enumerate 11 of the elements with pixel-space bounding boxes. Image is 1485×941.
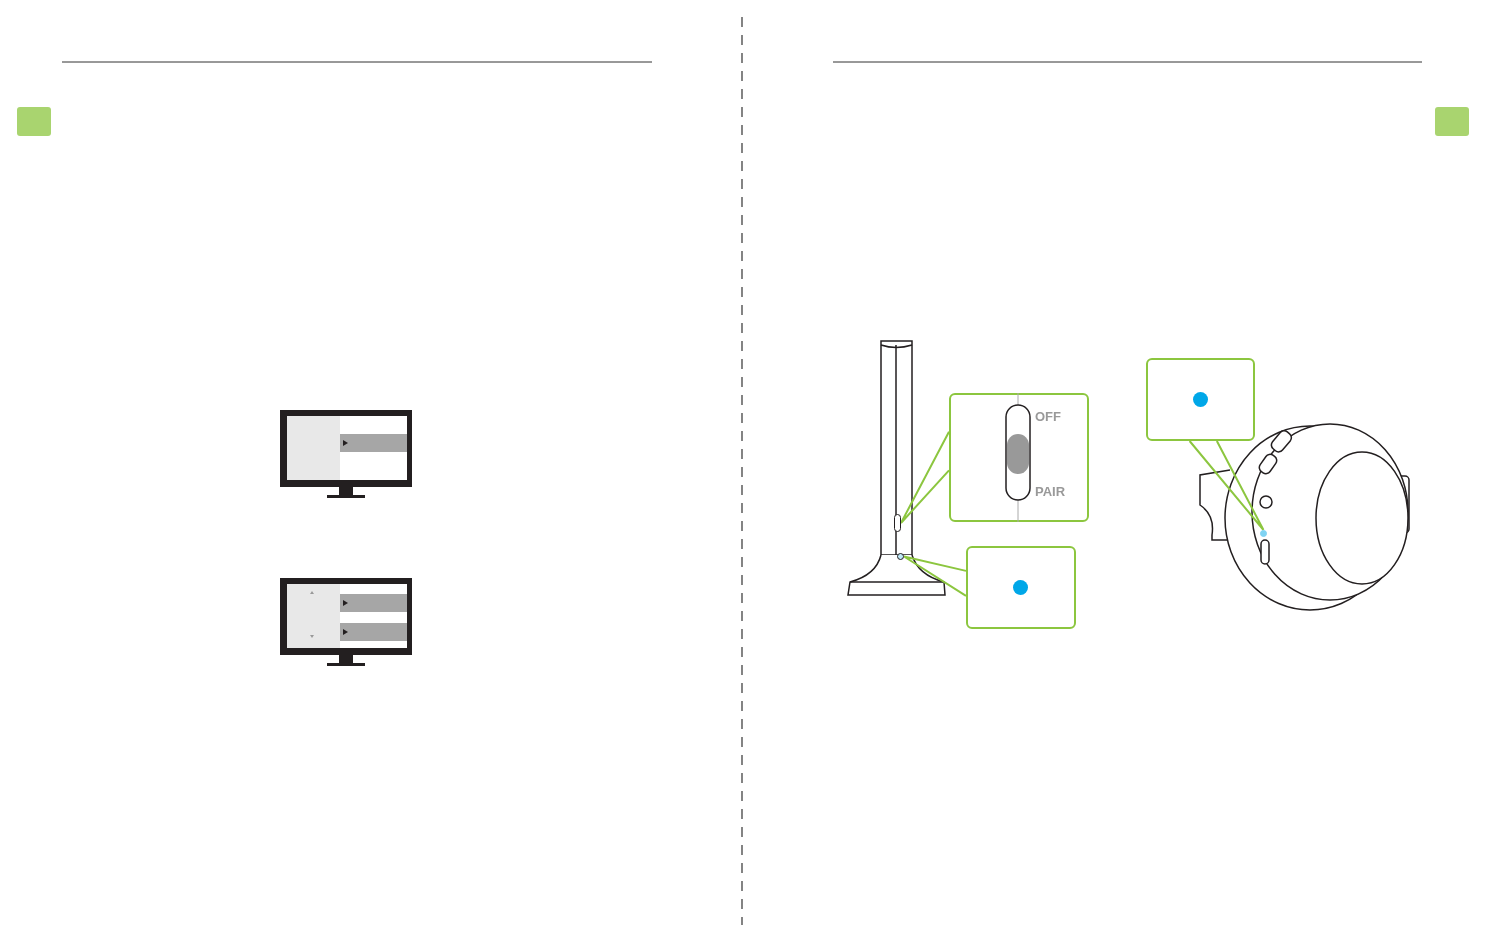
leader-line: [900, 430, 950, 524]
leader-line: [903, 555, 967, 597]
indicator-light: [897, 553, 904, 560]
switch-position-label: PAIR: [1035, 485, 1066, 498]
callout-box: [1146, 358, 1255, 441]
switch-callout: [949, 393, 1089, 522]
leader-line: [1188, 440, 1265, 531]
switch-position-label: OFF: [1035, 410, 1061, 423]
indicator-light: [1260, 530, 1267, 537]
callout-box: [966, 546, 1076, 629]
slide-switch: [894, 514, 901, 532]
